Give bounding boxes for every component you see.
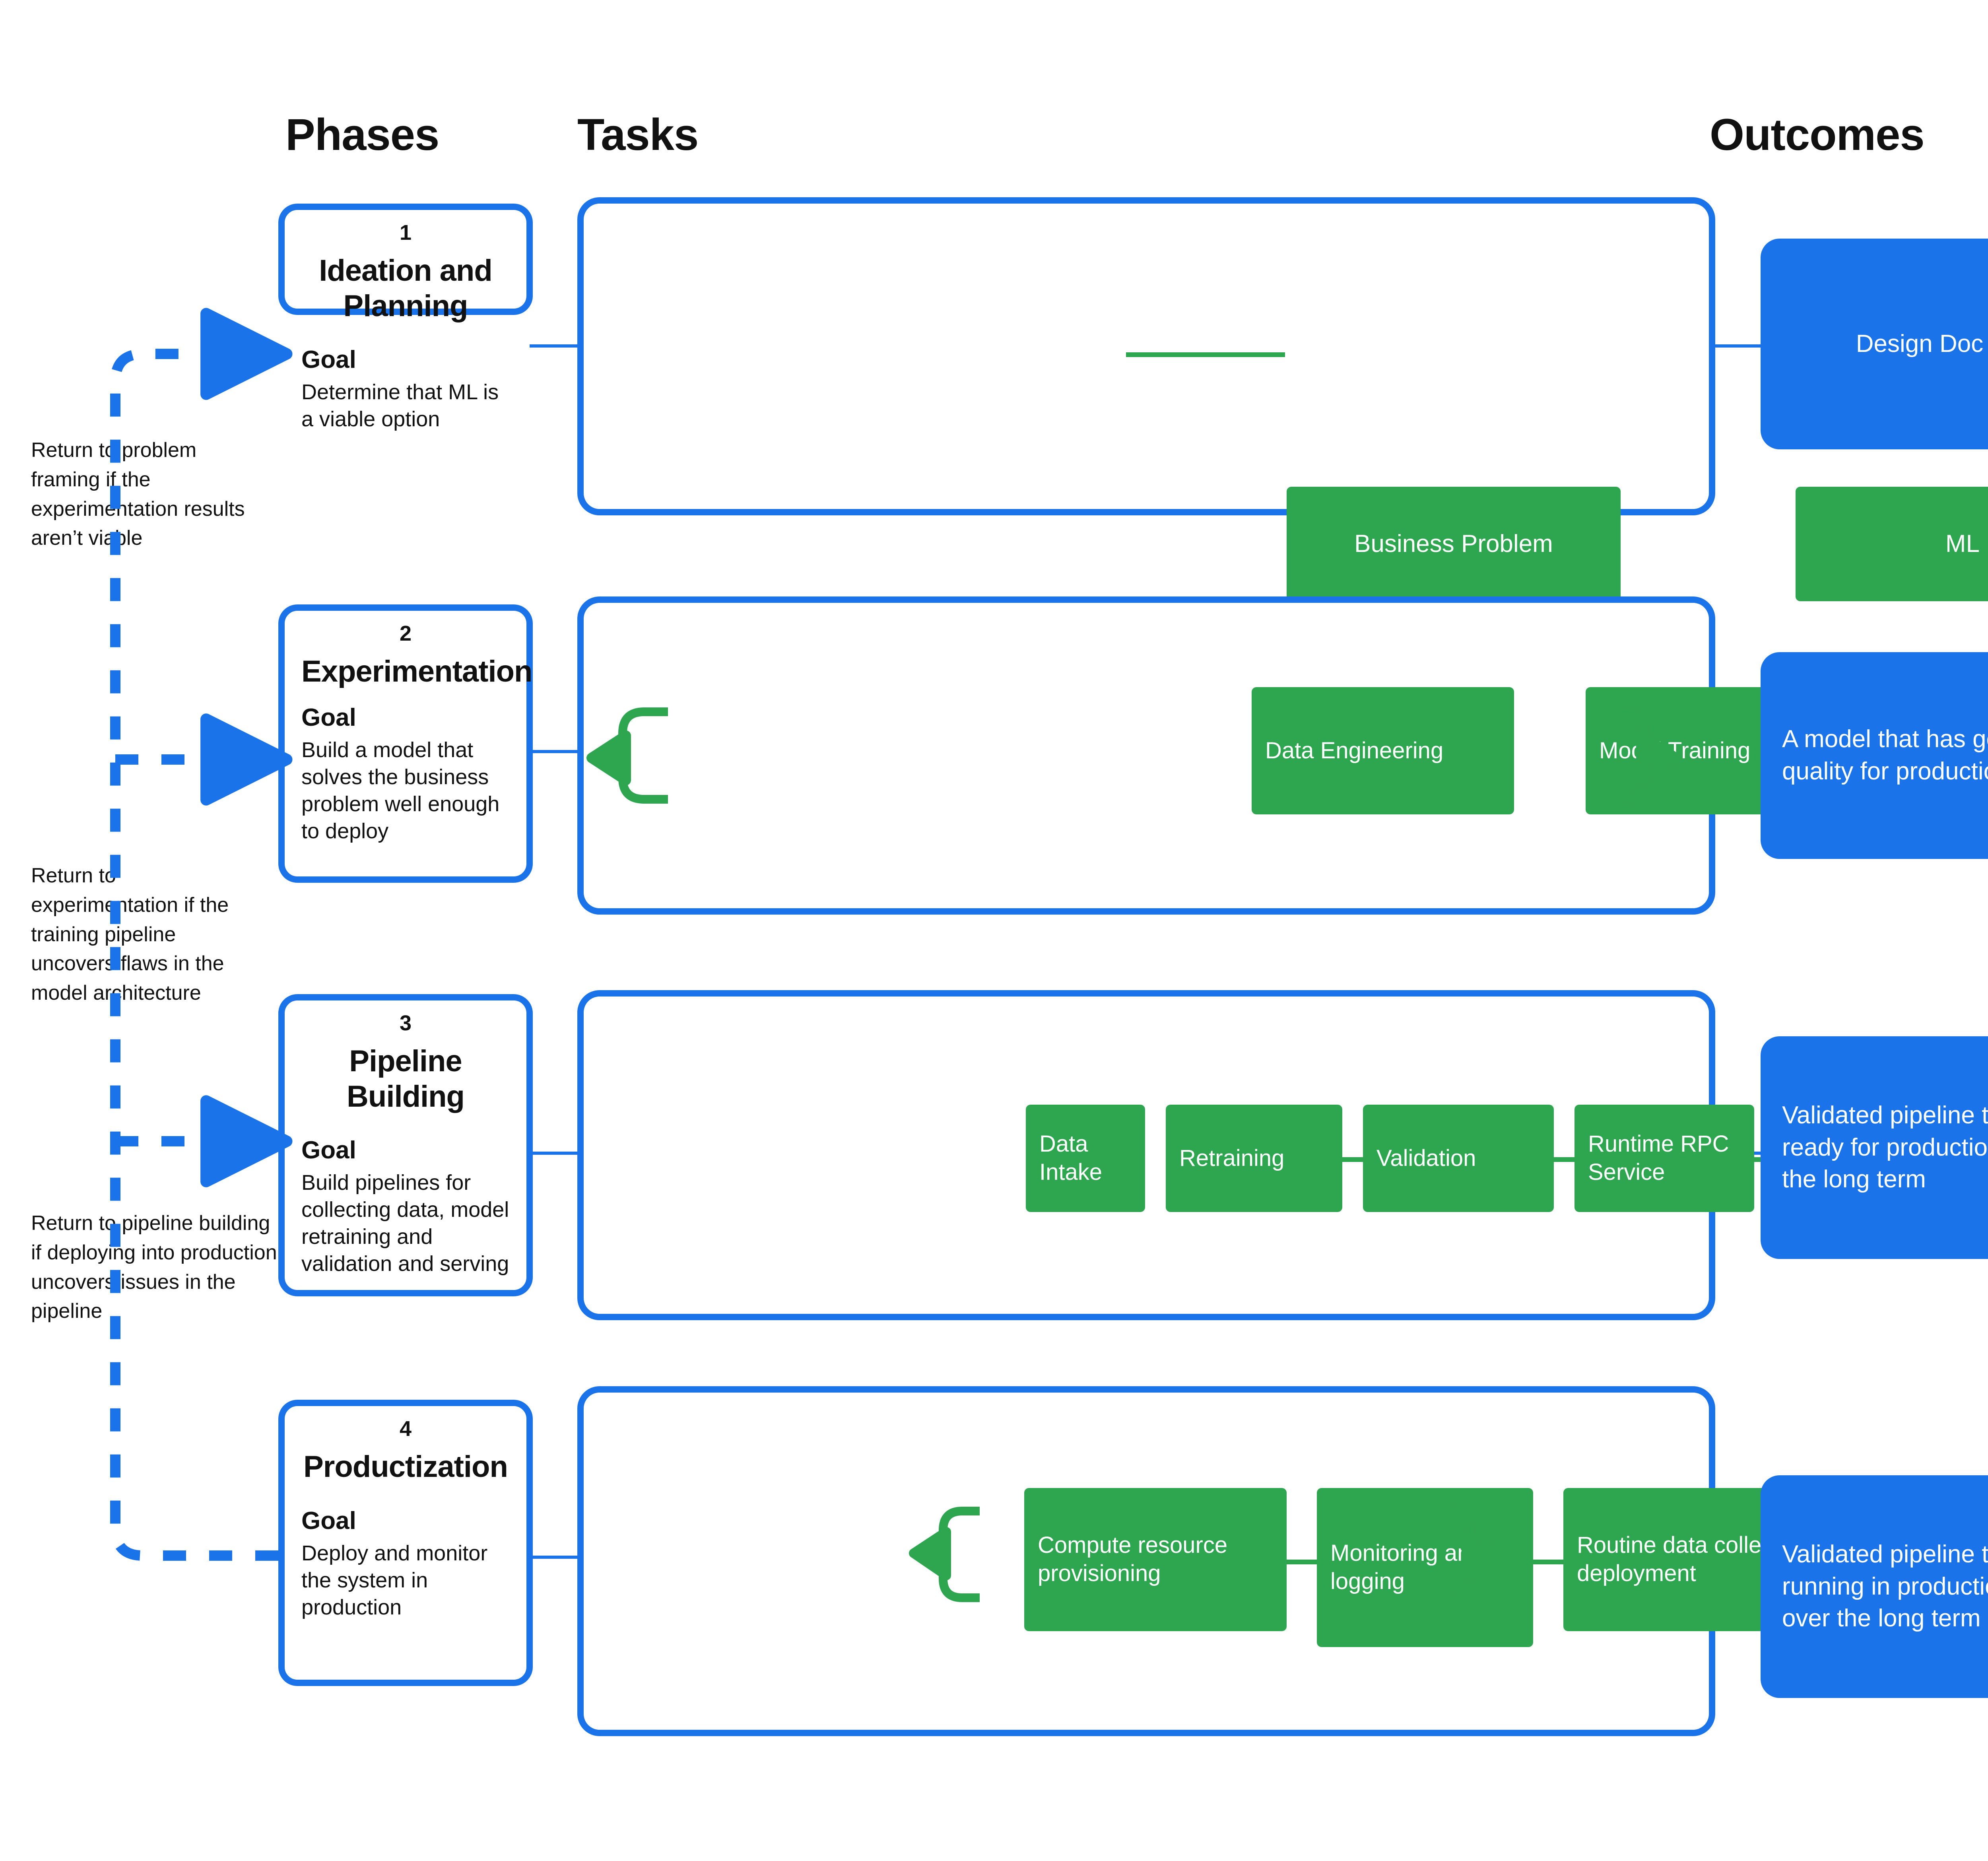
task-chip-data-intake[interactable]: Data Intake [1026,1105,1145,1212]
task-link-4-1 [1287,1560,1317,1564]
task-chip-monitoring-and-logging[interactable]: Monitoring and logging [1317,1488,1533,1647]
task-chip-validation[interactable]: Validation [1363,1105,1554,1212]
phase-card-1[interactable]: 1 Ideation and Planning Goal Determine t… [278,204,533,431]
column-header-phases: Phases [285,110,439,159]
connector-phase4-to-tasks [530,1556,582,1559]
annotation-return-to-problem-framing: Return to problem framing if the experim… [31,439,245,550]
tasks-container-2: Data Engineering Model Training Model Ev… [577,596,1988,915]
connector-tasks-to-outcome1 [1710,344,1761,348]
task-link-1-1 [1126,352,1285,357]
column-header-tasks: Tasks [577,110,699,159]
phase-card-2[interactable]: 2 Experimentation Goal Build a model tha… [278,604,533,883]
task-link-3-2 [1554,1157,1574,1162]
phase-card-4[interactable]: 4 Productization Goal Deploy and monitor… [278,1400,533,1686]
phase-number: 3 [399,1011,412,1035]
outcome-box-1[interactable]: Design Doc [1761,239,1988,449]
phase-card-3[interactable]: 3 Pipeline Building Goal Build pipelines… [278,994,533,1296]
phase-number: 1 [399,221,412,245]
phase-title: Pipeline Building [347,1044,465,1113]
goal-label: Goal [301,1507,356,1535]
goal-text: Build pipelines for collecting data, mod… [301,1171,509,1276]
connector-phase2-to-tasks [530,750,582,753]
goal-label: Goal [301,1136,356,1164]
tasks-container-3: Data Intake Retraining Validation Runtim… [577,990,1988,1320]
outcome-box-3[interactable]: Validated pipeline that’s ready for prod… [1761,1036,1988,1259]
tasks-container-4: Compute resource provisioning Monitoring… [577,1386,1988,1736]
goal-label: Goal [301,703,356,731]
goal-text: Determine that ML is a viable option [301,380,499,431]
task-chip-retraining[interactable]: Retraining [1166,1105,1342,1212]
goal-text: Deploy and monitor the system in product… [301,1541,488,1619]
task-chip-ml[interactable]: ML [1796,487,1988,601]
connector-phase3-to-tasks [530,1152,582,1155]
task-chip-runtime-rpc-service[interactable]: Runtime RPC Service [1574,1105,1754,1212]
phase-title: Experimentation [301,655,532,689]
annotation-return-to-experimentation: Return to experimentation if the trainin… [31,864,229,1005]
phase-title: Productization [303,1450,508,1484]
goal-label: Goal [301,346,356,373]
phase-number: 2 [399,622,412,645]
task-chip-business-problem[interactable]: Business Problem [1287,487,1621,601]
task-link-4-2 [1533,1560,1563,1564]
goal-text: Build a model that solves the business p… [301,738,500,843]
task-link-3-1 [1342,1157,1363,1162]
task-chip-data-engineering[interactable]: Data Engineering [1252,687,1514,814]
tasks-container-1: Business Problem ML [577,197,1988,601]
annotation-return-to-pipeline-building: Return to pipeline building if deploying… [31,1212,277,1323]
column-header-outcomes: Outcomes [1710,110,1925,159]
task-chip-compute-resource-provisioning[interactable]: Compute resource provisioning [1024,1488,1287,1631]
outcome-box-4[interactable]: Validated pipeline that’s running in pro… [1761,1475,1988,1698]
phase-title: Ideation and Planning [319,254,493,323]
connector-phase1-to-tasks [530,344,582,348]
phase-number: 4 [399,1417,412,1441]
outcome-box-2[interactable]: A model that has good quality for produc… [1761,652,1988,859]
